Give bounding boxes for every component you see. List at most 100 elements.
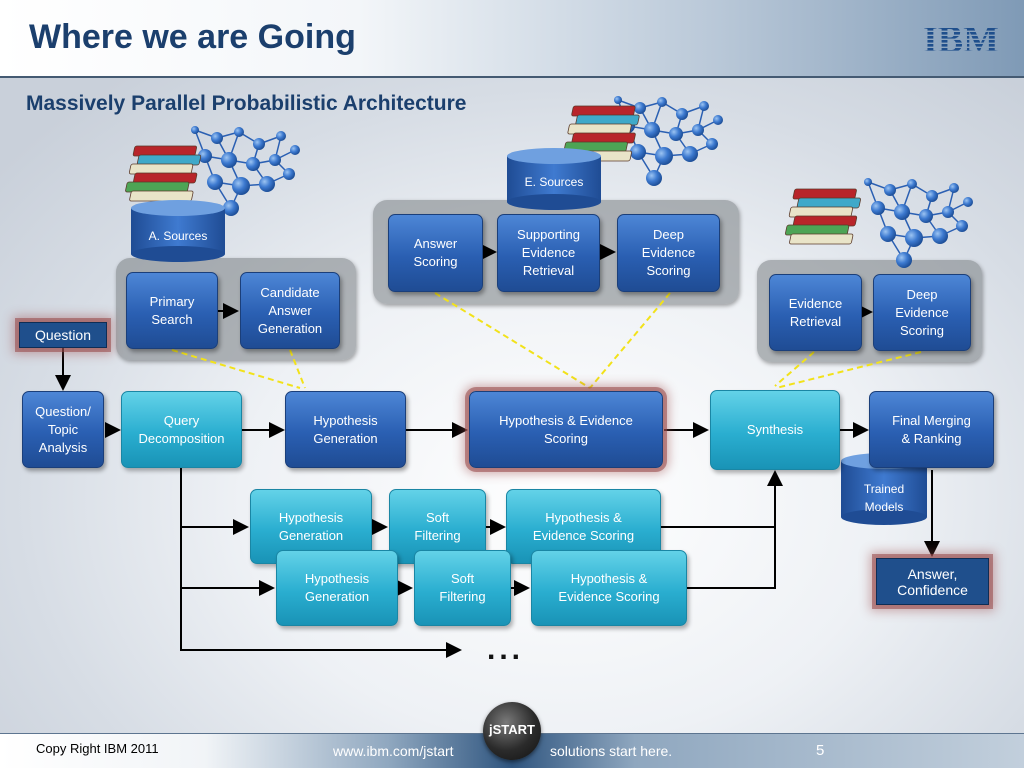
network-graph-left: [191, 126, 300, 216]
network-node: [871, 201, 885, 215]
network-node: [905, 229, 923, 247]
book: [789, 233, 854, 245]
network-node: [682, 146, 698, 162]
primary-search-box: Primary Search: [126, 272, 218, 349]
book: [129, 190, 194, 202]
network-node: [191, 126, 199, 134]
header-bar: [0, 0, 1024, 78]
hypothesis-generation-box: Hypothesis Generation: [285, 391, 406, 468]
candidate-answer-generation-box: Candidate Answer Generation: [240, 272, 340, 349]
question-topic-analysis-box: Question/ Topic Analysis: [22, 391, 104, 468]
book: [125, 181, 190, 193]
network-node: [669, 127, 683, 141]
book: [575, 114, 640, 126]
book: [571, 105, 636, 117]
network-node: [949, 183, 959, 193]
network-graph-right: [864, 178, 973, 268]
network-node: [942, 206, 954, 218]
network-node: [926, 190, 938, 202]
book: [785, 224, 850, 236]
network-node: [269, 154, 281, 166]
network-node: [676, 108, 688, 120]
answer-scoring-box: Answer Scoring: [388, 214, 483, 292]
network-node: [630, 144, 646, 160]
evidence-retrieval-box: Evidence Retrieval: [769, 274, 862, 351]
book: [571, 132, 636, 144]
a-sources-label: A. Sources: [148, 229, 208, 243]
parallel-2-hypothesis-evidence-scoring-box: Hypothesis & Evidence Scoring: [531, 550, 687, 626]
synthesis-box: Synthesis: [710, 390, 840, 470]
network-node: [283, 168, 295, 180]
network-node: [919, 209, 933, 223]
network-node: [290, 145, 300, 155]
final-merging-ranking-box: Final Merging & Ranking: [869, 391, 994, 468]
book: [132, 145, 197, 157]
network-node: [198, 149, 212, 163]
network-node: [699, 101, 709, 111]
network-node: [232, 177, 250, 195]
query-decomposition-box: Query Decomposition: [121, 391, 242, 468]
trained-models-label: Trained Models: [863, 482, 905, 514]
top-deep-evidence-scoring-box: Deep Evidence Scoring: [617, 214, 720, 292]
network-node: [253, 138, 265, 150]
network-node: [864, 178, 872, 186]
network-node: [896, 252, 912, 268]
network-node: [907, 179, 917, 189]
copyright-text: Copy Right IBM 2011: [36, 741, 159, 756]
network-node: [692, 124, 704, 136]
more-branches-ellipsis: ...: [487, 633, 525, 666]
book: [792, 188, 857, 200]
hypothesis-evidence-scoring-box: Hypothesis & Evidence Scoring: [469, 391, 663, 468]
right-deep-evidence-scoring-box: Deep Evidence Scoring: [873, 274, 971, 351]
book: [792, 215, 858, 227]
jstart-logo-text: jSTART: [489, 722, 535, 737]
book: [796, 197, 861, 209]
answer-confidence-box: Answer, Confidence: [876, 558, 989, 605]
network-node: [884, 184, 896, 196]
footer-tagline: solutions start here.: [550, 743, 673, 759]
e-sources-label: E. Sources: [524, 175, 584, 189]
network-node: [276, 131, 286, 141]
network-node: [259, 176, 275, 192]
book: [788, 206, 854, 218]
network-node: [932, 228, 948, 244]
slide-title: Where we are Going: [29, 18, 356, 56]
diagram-subtitle: Massively Parallel Probabilistic Archite…: [26, 92, 467, 115]
footer-url: www.ibm.com/jstart: [333, 743, 454, 759]
page-number: 5: [816, 742, 825, 759]
network-node: [706, 138, 718, 150]
network-node: [713, 115, 723, 125]
network-node: [963, 197, 973, 207]
network-node: [614, 96, 622, 104]
network-graph-top: [614, 96, 723, 186]
question-box: Question: [19, 322, 107, 348]
ibm-logo-text: IBM: [923, 20, 999, 56]
book: [133, 172, 198, 184]
network-node: [634, 102, 646, 114]
network-node: [956, 220, 968, 232]
network-node: [657, 97, 667, 107]
a-sources-cylinder: [131, 200, 225, 262]
flow-arrows: [55, 244, 940, 658]
network-node: [246, 157, 260, 171]
book: [128, 163, 194, 175]
books-icon-left: [125, 145, 202, 202]
network-node: [880, 226, 896, 242]
supporting-evidence-retrieval-box: Supporting Evidence Retrieval: [497, 214, 600, 292]
network-node: [655, 147, 673, 165]
jstart-logo: jSTART: [483, 702, 541, 760]
network-node: [894, 204, 910, 220]
books-icon-right: [785, 188, 861, 245]
network-node: [223, 200, 239, 216]
book: [136, 154, 202, 166]
dashed-links: [171, 292, 922, 389]
parallel-2-hypothesis-generation-box: Hypothesis Generation: [276, 550, 398, 626]
network-node: [644, 122, 660, 138]
parallel-2-soft-filtering-box: Soft Filtering: [414, 550, 511, 626]
network-node: [207, 174, 223, 190]
network-node: [646, 170, 662, 186]
ibm-logo: IBM: [923, 20, 999, 56]
e-sources-cylinder: [507, 148, 601, 210]
